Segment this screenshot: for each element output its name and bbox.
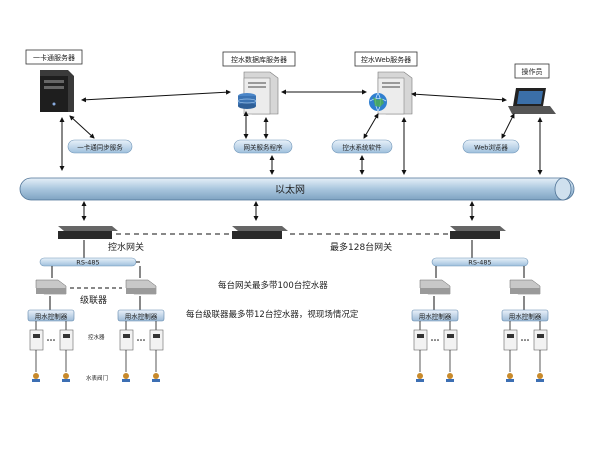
water-controller-icon xyxy=(413,329,428,351)
water-meter-icon xyxy=(122,373,130,382)
gateway-device-icon xyxy=(232,226,288,239)
ethernet-bus: 以太网 xyxy=(19,177,575,201)
gateway-device-icon xyxy=(450,226,506,239)
unit-screens xyxy=(33,334,544,338)
connections-gateways xyxy=(81,201,475,221)
water-meter-icon xyxy=(152,373,160,382)
service-label: 一卡通同步服务 xyxy=(77,143,123,152)
web-server-icon xyxy=(369,71,413,115)
water-controller-icon xyxy=(119,329,134,351)
note-gateway-capacity: 每台网关最多带100台控水器 xyxy=(218,280,328,291)
controller-pill: 用水控制器 xyxy=(117,309,165,322)
cascader-label: 级联器 xyxy=(80,294,107,306)
controller-label: 用水控制器 xyxy=(419,312,452,321)
service-pill-browser: Web浏览器 xyxy=(462,139,520,154)
cascader-icon xyxy=(419,279,451,295)
cascader-links xyxy=(51,261,525,278)
rs485-bus-right: RS-485 xyxy=(431,257,529,267)
water-meter-icon xyxy=(506,373,514,382)
cascader-icon xyxy=(125,279,157,295)
valve-links xyxy=(35,350,541,372)
cascader-icon xyxy=(35,279,67,295)
gateway-device-icon xyxy=(58,226,118,239)
water-controller-units xyxy=(29,329,548,351)
controller-links xyxy=(49,296,525,310)
water-meter-icon xyxy=(32,373,40,382)
service-pill-gateway: 网关服务程序 xyxy=(233,139,293,154)
gateway-max-label: 最多128台网关 xyxy=(330,241,392,253)
rs485-label: RS-485 xyxy=(76,259,99,267)
cascader-icon xyxy=(509,279,541,295)
ethernet-label: 以太网 xyxy=(275,183,305,196)
valve-meter-icons xyxy=(32,373,544,382)
water-controller-icon xyxy=(443,329,458,351)
controller-label: 用水控制器 xyxy=(509,312,542,321)
database-server-icon xyxy=(237,71,279,115)
db-server-label: 控水数据库服务器 xyxy=(231,55,287,64)
card-server-label: 一卡通服务器 xyxy=(33,53,75,62)
server-label-db-server: 控水数据库服务器 xyxy=(222,51,296,67)
water-controller-icon xyxy=(149,329,164,351)
service-label: 网关服务程序 xyxy=(244,143,284,152)
service-pill-card-sync: 一卡通同步服务 xyxy=(67,139,133,154)
controller-pill: 用水控制器 xyxy=(411,309,459,322)
server-label-card-server: 一卡通服务器 xyxy=(25,49,83,65)
water-controller-icon xyxy=(503,329,518,351)
ellipsis-dots xyxy=(47,339,529,341)
server-label-operator: 操作员 xyxy=(514,63,550,79)
gateway-label: 控水网关 xyxy=(108,241,144,253)
water-meter-icon xyxy=(536,373,544,382)
water-controller-icon xyxy=(59,329,74,351)
laptop-icon xyxy=(508,88,556,114)
water-controller-icon xyxy=(29,329,44,351)
service-label: 控水系统软件 xyxy=(343,143,383,152)
service-pill-software: 控水系统软件 xyxy=(331,139,393,154)
controller-label: 用水控制器 xyxy=(125,312,158,321)
unit-links xyxy=(35,321,541,330)
water-meter-icon xyxy=(62,373,70,382)
water-meter-icon xyxy=(416,373,424,382)
rs485-bus-left: RS-485 xyxy=(39,257,137,267)
note-cascader-capacity: 每台级联器最多带12台控水器，视现场情况定 xyxy=(186,309,359,320)
controller-pill: 用水控制器 xyxy=(501,309,549,322)
service-label: Web浏览器 xyxy=(474,143,508,152)
water-meter-icon xyxy=(446,373,454,382)
water-controller-label: 控水器 xyxy=(88,333,105,341)
server-tower-icon xyxy=(40,70,74,112)
server-label-web-server: 控水Web服务器 xyxy=(354,51,418,67)
rs485-label: RS-485 xyxy=(468,259,491,267)
operator-label: 操作员 xyxy=(522,67,543,76)
controller-label: 用水控制器 xyxy=(35,312,68,321)
water-controller-icon xyxy=(533,329,548,351)
web-server-label: 控水Web服务器 xyxy=(361,55,411,64)
controller-pill: 用水控制器 xyxy=(27,309,75,322)
connections-top xyxy=(59,89,543,175)
water-valve-label: 水表阀门 xyxy=(86,374,108,382)
